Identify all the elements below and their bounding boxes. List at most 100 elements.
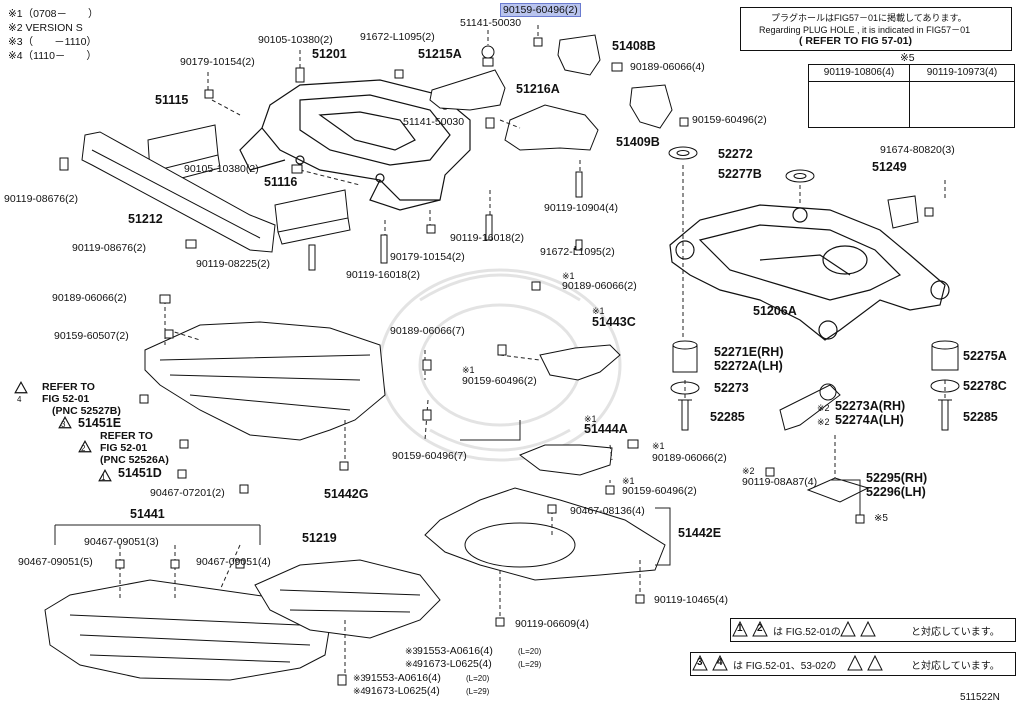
- part-label-51141-50030-b[interactable]: 51141-50030: [403, 116, 465, 128]
- part-label-90189-06066-2b[interactable]: 90189-06066(2): [562, 280, 637, 292]
- part-label-52296[interactable]: 52296(LH): [866, 485, 926, 499]
- part-label-52272a[interactable]: 52272A(LH): [714, 359, 783, 373]
- part-label-90119-08676-a[interactable]: 90119-08676(2): [4, 193, 78, 205]
- refer-1-line-b[interactable]: FIG 52-01: [42, 393, 90, 405]
- part-label-90179-10154-b[interactable]: 90179-10154(2): [390, 251, 465, 263]
- part-label-90467-08136[interactable]: 90467-08136(4): [570, 505, 645, 517]
- part-label-90119-10465[interactable]: 90119-10465(4): [654, 594, 728, 606]
- part-label-51443c[interactable]: 51443C: [592, 315, 636, 329]
- part-label-90467-09051-5[interactable]: 90467-09051(5): [18, 556, 93, 568]
- tri-4-number: 4: [17, 395, 22, 404]
- part-label-52285-a[interactable]: 52285: [710, 410, 745, 424]
- mark-4a: ※4: [405, 659, 418, 669]
- part-label-51441[interactable]: 51441: [130, 507, 165, 521]
- part-label-51201[interactable]: 51201: [312, 47, 347, 61]
- part-label-51215a[interactable]: 51215A: [418, 47, 462, 61]
- tri-2-number: 2: [81, 444, 86, 453]
- legend-2-a: 3: [697, 657, 703, 668]
- part-label-52272[interactable]: 52272: [718, 147, 753, 161]
- part-label-90105-10380-b[interactable]: 90105-10380(2): [184, 163, 259, 175]
- part-label-51451e[interactable]: 51451E: [78, 416, 122, 430]
- part-label-90189-06066-2c[interactable]: 90189-06066(2): [652, 452, 727, 464]
- stopper-51249: [887, 195, 919, 229]
- part-label-51442e[interactable]: 51442E: [678, 526, 722, 540]
- part-label-90119-16018-a[interactable]: 90119-16018(2): [450, 232, 524, 244]
- refer-2-line-b[interactable]: FIG 52-01: [100, 442, 148, 454]
- part-label-52275a[interactable]: 52275A: [963, 349, 1007, 363]
- legend-box-2: 3 4 は FIG.52-01、53-02の と対応しています。: [690, 652, 1016, 676]
- mark5-table: 90119-10806(4) 90119-10973(4): [808, 64, 1015, 128]
- note-4: ※4（1110－ ）: [8, 50, 97, 62]
- part-label-52277b[interactable]: 52277B: [718, 167, 762, 181]
- part-label-91672-l1095-a[interactable]: 91672-L1095(2): [360, 31, 435, 43]
- part-label-90159-60496-c[interactable]: 90159-60496(2): [462, 375, 537, 387]
- part-label-51216a[interactable]: 51216A: [516, 82, 560, 96]
- bar-51212: [81, 131, 276, 253]
- tri-3-number: 3: [61, 420, 66, 429]
- mark-2c: ※2: [742, 466, 755, 476]
- mark-1f: ※1: [622, 476, 635, 486]
- figure-id: 511522N: [960, 692, 1000, 703]
- part-label-90119-08a87[interactable]: 90119-08A87(4): [742, 476, 818, 488]
- part-label-90189-06066-7[interactable]: 90189-06066(7): [390, 325, 465, 337]
- part-label-90467-09051-4[interactable]: 90467-09051(4): [196, 556, 271, 568]
- part-label-52274a[interactable]: 52274A(LH): [835, 413, 904, 427]
- part-label-90105-10380-a[interactable]: 90105-10380(2): [258, 34, 333, 46]
- part-label-90119-08676-b[interactable]: 90119-08676(2): [72, 242, 146, 254]
- mark-4b: ※4: [353, 686, 366, 696]
- part-label-51206a[interactable]: 51206A: [753, 304, 797, 318]
- cover-51219: [254, 559, 441, 639]
- part-label-90119-08225[interactable]: 90119-08225(2): [196, 258, 270, 270]
- mark-3b: ※3: [353, 673, 366, 683]
- part-label-90159-60507[interactable]: 90159-60507(2): [54, 330, 129, 342]
- part-label-51442g[interactable]: 51442G: [324, 487, 369, 501]
- mark5-col2[interactable]: 90119-10973(4): [910, 65, 1014, 82]
- part-label-51444a[interactable]: 51444A: [584, 422, 628, 436]
- part-label-90119-06609[interactable]: 90119-06609(4): [515, 618, 589, 630]
- bracket-51409b: [629, 84, 673, 129]
- mark5-col1[interactable]: 90119-10806(4): [809, 65, 910, 82]
- part-label-91673-l0625-b[interactable]: 91673-L0625(4): [365, 685, 440, 697]
- part-label-90159-60496-top[interactable]: 90159-60496(2): [500, 3, 581, 17]
- part-label-52273[interactable]: 52273: [714, 381, 749, 395]
- part-label-51451d[interactable]: 51451D: [118, 466, 162, 480]
- part-label-51115[interactable]: 51115: [155, 93, 189, 107]
- part-label-90159-60496-7[interactable]: 90159-60496(7): [392, 450, 467, 462]
- part-label-51219[interactable]: 51219: [302, 531, 337, 545]
- part-label-51249[interactable]: 51249: [872, 160, 907, 174]
- part-label-52271e[interactable]: 52271E(RH): [714, 345, 784, 359]
- part-label-91673-l0625-a[interactable]: 91673-L0625(4): [417, 658, 492, 670]
- length-l29-b: (L=29): [466, 687, 490, 696]
- arm-52273a: [779, 384, 841, 431]
- part-label-52278c[interactable]: 52278C: [963, 379, 1007, 393]
- part-label-51141-50030-a[interactable]: 51141-50030: [460, 17, 522, 29]
- part-label-90119-10904[interactable]: 90119-10904(4): [544, 202, 618, 214]
- mark-5: ※5: [874, 513, 888, 524]
- part-label-52273a[interactable]: 52273A(RH): [835, 399, 906, 413]
- part-label-52285-b[interactable]: 52285: [963, 410, 998, 424]
- part-label-90467-09051-3[interactable]: 90467-09051(3): [84, 536, 159, 548]
- part-label-52295[interactable]: 52295(RH): [866, 471, 928, 485]
- part-label-91553-a0616-a[interactable]: 91553-A0616(4): [417, 645, 493, 657]
- part-label-91674-80820[interactable]: 91674-80820(3): [880, 144, 955, 156]
- part-label-90159-60496-d[interactable]: 90159-60496(2): [622, 485, 697, 497]
- part-label-90189-06066-4[interactable]: 90189-06066(4): [630, 61, 705, 73]
- bracket-51216a: [504, 104, 599, 151]
- part-label-51409b[interactable]: 51409B: [616, 135, 660, 149]
- part-label-90189-06066-2a[interactable]: 90189-06066(2): [52, 292, 127, 304]
- legend-1-a: 1: [737, 623, 743, 634]
- part-label-51408b[interactable]: 51408B: [612, 39, 656, 53]
- refer-2-line-c: (PNC 52526A): [100, 454, 169, 466]
- part-label-90159-60496-b[interactable]: 90159-60496(2): [692, 114, 767, 126]
- part-label-91672-l1095-b[interactable]: 91672-L1095(2): [540, 246, 615, 258]
- part-label-51212[interactable]: 51212: [128, 212, 163, 226]
- part-label-90179-10154-a[interactable]: 90179-10154(2): [180, 56, 255, 68]
- part-label-90119-16018-b[interactable]: 90119-16018(2): [346, 269, 420, 281]
- part-label-51116[interactable]: 51116: [264, 175, 298, 189]
- part-label-91553-a0616-b[interactable]: 91553-A0616(4): [365, 672, 441, 684]
- part-label-90467-07201[interactable]: 90467-07201(2): [150, 487, 225, 499]
- cover-51441: [44, 579, 331, 681]
- cover-51443c: [539, 344, 621, 381]
- brace-52295: [806, 477, 870, 503]
